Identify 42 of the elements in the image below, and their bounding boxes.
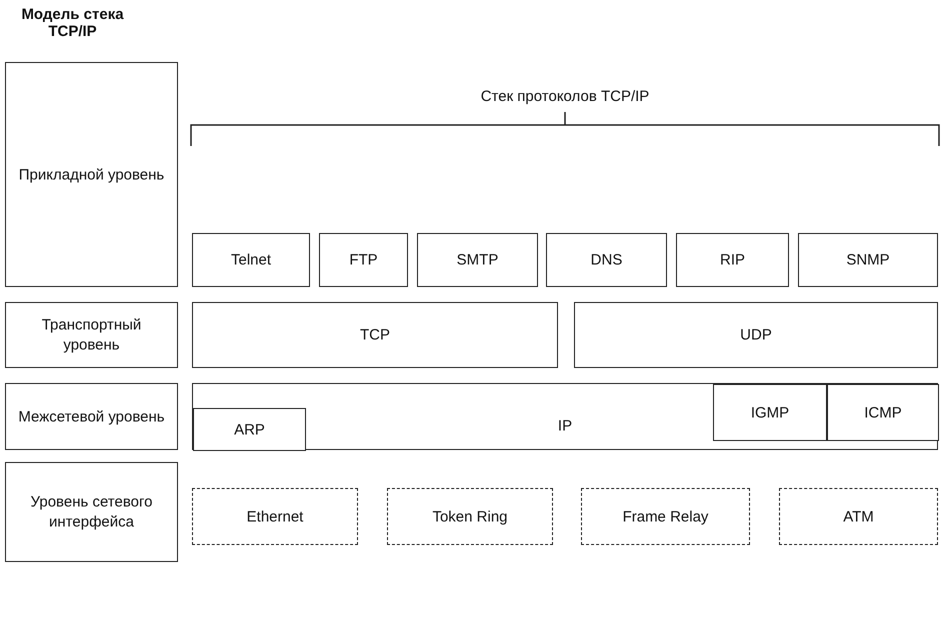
protocol-name: SMTP: [456, 250, 500, 270]
column-heading: Модель стека TCP/IP: [20, 6, 125, 40]
protocol-box: [192, 383, 938, 450]
layer-box: [5, 62, 178, 287]
layer-box: [5, 383, 178, 450]
protocol-name: IP: [558, 416, 572, 436]
protocol-box: [546, 233, 667, 287]
protocol-box: [827, 384, 939, 441]
layer-name: Межсетевой уровень: [17, 406, 166, 426]
protocol-name: UDP: [739, 325, 773, 345]
protocol-box: [193, 408, 306, 451]
protocol-box: [319, 233, 408, 287]
protocol-name: ARP: [233, 420, 266, 440]
protocol-box: [192, 233, 310, 287]
protocol-name: ICMP: [863, 402, 903, 422]
protocol-name: IGMP: [750, 402, 790, 422]
protocol-name: Token Ring: [431, 506, 509, 526]
protocol-box: [417, 233, 538, 287]
protocol-box: [192, 302, 558, 368]
protocol-name: Frame Relay: [622, 506, 710, 526]
protocol-name: TCP: [359, 325, 391, 345]
dashed-protocol-box: [581, 488, 750, 545]
protocol-name: DNS: [590, 250, 624, 270]
layer-box: [5, 302, 178, 368]
protocol-box: [574, 302, 938, 368]
protocol-box: [798, 233, 938, 287]
layer-name: Транспортный уровень: [40, 316, 142, 354]
protocol-box: [676, 233, 789, 287]
protocol-name: RIP: [718, 250, 746, 270]
protocol-box: [713, 384, 827, 441]
layer-box: [5, 462, 178, 562]
protocol-name: Ethernet: [246, 506, 304, 526]
protocol-name: ATM: [842, 506, 875, 526]
layer-name: Прикладной уровень: [18, 164, 166, 184]
protocol-name: SNMP: [845, 250, 891, 270]
stack-heading: Стек протоколов TCP/IP: [480, 88, 650, 105]
layer-name: Уровень сетевого интерфейса: [30, 492, 154, 532]
dashed-protocol-box: [192, 488, 358, 545]
dashed-protocol-box: [779, 488, 938, 545]
dashed-protocol-box: [387, 488, 553, 545]
protocol-name: FTP: [348, 250, 379, 270]
protocol-name: Telnet: [230, 250, 272, 270]
